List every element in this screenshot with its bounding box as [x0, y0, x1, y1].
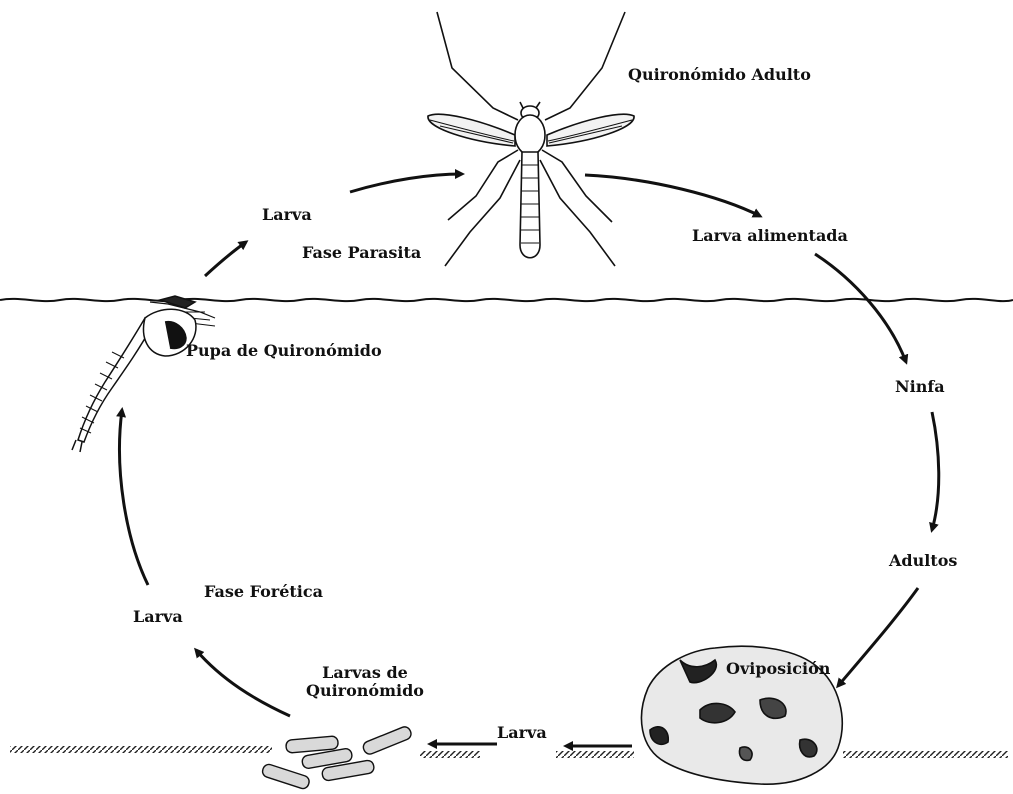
- label-adults: Adultos: [889, 552, 957, 570]
- label-chironomid-larvae-line1: Larvas de: [303, 664, 427, 682]
- label-pupa: Pupa de Quironómido: [186, 342, 382, 360]
- label-phoretic-phase: Fase Forética: [204, 583, 323, 601]
- label-chironomid-larvae-line2: Quironómido: [303, 682, 427, 700]
- label-fed-larva: Larva alimentada: [692, 227, 848, 245]
- pupa-illustration: [72, 296, 215, 452]
- label-parasitic-phase: Fase Parasita: [302, 244, 421, 262]
- larvae-illustration: [261, 725, 413, 790]
- arrow-fed-larva-to-nymph: [815, 254, 906, 362]
- arrow-larvae-to-larva: [196, 650, 290, 716]
- label-larva-top: Larva: [262, 206, 312, 224]
- label-chironomid-larvae: Larvas de Quironómido: [303, 664, 427, 701]
- arrow-adults-to-rock: [838, 588, 918, 686]
- label-nymph: Ninfa: [895, 378, 945, 396]
- water-surface-line: [0, 299, 1013, 301]
- arrow-nymph-to-adults: [932, 412, 939, 530]
- label-adult-midge: Quironómido Adulto: [628, 66, 811, 84]
- label-larva-left: Larva: [133, 608, 183, 626]
- arrow-larva-up-to-pupa: [120, 410, 148, 585]
- arrow-adult-to-fed-larva: [585, 175, 760, 216]
- arrow-larva-to-adult: [350, 174, 462, 192]
- sediment-bed: [10, 746, 1008, 758]
- arrow-pupa-to-larva: [205, 242, 246, 276]
- label-oviposition: Oviposición: [726, 660, 830, 678]
- adult-midge-illustration: [428, 12, 634, 266]
- label-larva-bottom: Larva: [497, 724, 547, 742]
